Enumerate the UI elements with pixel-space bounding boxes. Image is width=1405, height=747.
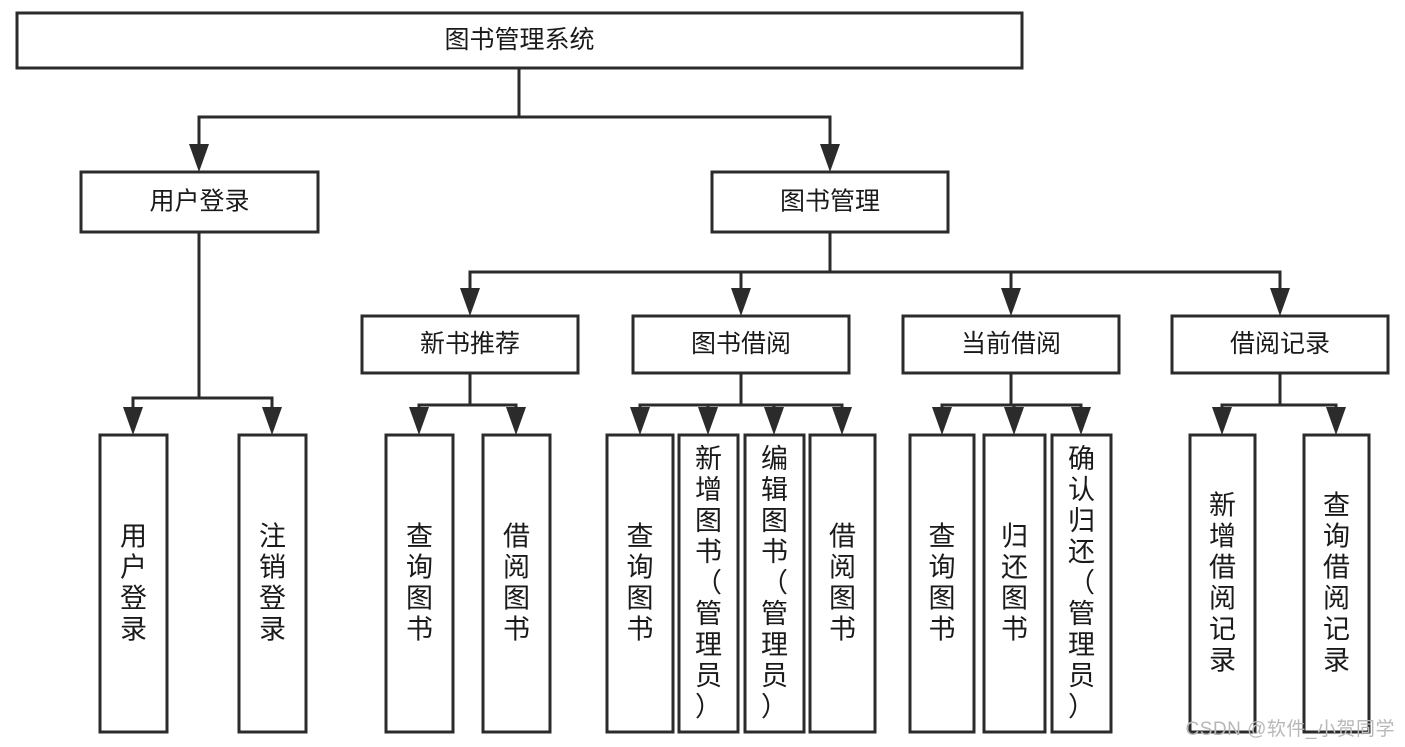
- node-box[interactable]: [631, 314, 851, 375]
- arrow-head-icon: [1270, 288, 1290, 316]
- node-label: 当前借阅: [961, 330, 1061, 358]
- node-leaf-add-record[interactable]: 新增借阅记录: [1188, 433, 1257, 734]
- arrow-head-icon: [698, 407, 718, 435]
- node-label: 确认归还（管理员）: [1068, 444, 1095, 722]
- connector-group: [932, 371, 1091, 435]
- arrow-head-icon: [189, 144, 209, 172]
- node-box[interactable]: [15, 11, 1024, 70]
- node-leaf-return-book[interactable]: 归还图书: [982, 433, 1047, 734]
- arrow-head-icon: [731, 288, 751, 316]
- arrow-head-icon: [409, 407, 429, 435]
- node-box[interactable]: [808, 433, 877, 734]
- node-leaf-edit-book[interactable]: 编辑图书（管理员）: [743, 433, 806, 734]
- arrow-head-icon: [764, 407, 784, 435]
- connector-group: [409, 371, 526, 435]
- node-label: 查询借阅记录: [1323, 491, 1350, 676]
- node-label: 注销登录: [259, 522, 286, 645]
- node-book-manage[interactable]: 图书管理: [710, 170, 950, 234]
- node-box[interactable]: [1302, 433, 1371, 734]
- arrow-head-icon: [460, 288, 480, 316]
- node-box[interactable]: [360, 314, 580, 375]
- node-box[interactable]: [237, 433, 308, 734]
- node-root[interactable]: 图书管理系统: [15, 11, 1024, 70]
- node-label: 图书借阅: [691, 330, 791, 358]
- node-label: 图书管理: [780, 188, 880, 216]
- node-leaf-user-login[interactable]: 用户登录: [98, 433, 169, 734]
- node-box[interactable]: [79, 170, 320, 234]
- node-box[interactable]: [1050, 433, 1113, 734]
- arrow-head-icon: [506, 407, 526, 435]
- node-label: 用户登录: [120, 522, 147, 645]
- node-box[interactable]: [677, 433, 740, 734]
- arrow-head-icon: [932, 407, 952, 435]
- node-box[interactable]: [901, 314, 1121, 375]
- node-box[interactable]: [1170, 314, 1390, 375]
- arrow-head-icon: [123, 407, 143, 435]
- node-book-borrow[interactable]: 图书借阅: [631, 314, 851, 375]
- node-label: 借阅记录: [1230, 330, 1330, 358]
- node-leaf-confirm-return[interactable]: 确认归还（管理员）: [1050, 433, 1113, 734]
- node-leaf-borrow-book-rec[interactable]: 借阅图书: [481, 433, 552, 734]
- node-leaf-query-record[interactable]: 查询借阅记录: [1302, 433, 1371, 734]
- node-leaf-query-book[interactable]: 查询图书: [605, 433, 675, 734]
- node-label: 编辑图书（管理员）: [761, 444, 788, 722]
- node-label: 归还图书: [1001, 522, 1028, 645]
- connectors-layer: [123, 66, 1346, 435]
- connector-group: [123, 230, 282, 435]
- node-leaf-logout[interactable]: 注销登录: [237, 433, 308, 734]
- node-label: 借阅图书: [829, 522, 856, 645]
- arrow-head-icon: [1004, 407, 1024, 435]
- node-borrow-record[interactable]: 借阅记录: [1170, 314, 1390, 375]
- node-label: 查询图书: [929, 522, 956, 645]
- node-box[interactable]: [710, 170, 950, 234]
- node-leaf-query-book-cur[interactable]: 查询图书: [908, 433, 976, 734]
- arrow-head-icon: [832, 407, 852, 435]
- connector-group: [630, 371, 852, 435]
- node-box[interactable]: [743, 433, 806, 734]
- watermark-label: CSDN @软件_小贺同学: [1185, 719, 1395, 740]
- arrow-head-icon: [820, 144, 840, 172]
- node-label: 借阅图书: [503, 522, 530, 645]
- arrow-head-icon: [630, 407, 650, 435]
- node-user-login[interactable]: 用户登录: [79, 170, 320, 234]
- arrow-head-icon: [1071, 407, 1091, 435]
- node-label: 查询图书: [627, 522, 654, 645]
- arrow-head-icon: [1001, 288, 1021, 316]
- node-box[interactable]: [605, 433, 675, 734]
- arrow-head-icon: [1212, 407, 1232, 435]
- node-label: 新书推荐: [420, 330, 520, 358]
- arrow-head-icon: [1326, 407, 1346, 435]
- node-leaf-borrow-book[interactable]: 借阅图书: [808, 433, 877, 734]
- node-new-book-rec[interactable]: 新书推荐: [360, 314, 580, 375]
- node-box[interactable]: [384, 433, 455, 734]
- nodes-layer: 图书管理系统用户登录图书管理新书推荐图书借阅当前借阅借阅记录用户登录注销登录查询…: [15, 11, 1390, 734]
- node-box[interactable]: [98, 433, 169, 734]
- connector-group: [460, 230, 1290, 316]
- node-label: 查询图书: [406, 522, 433, 645]
- node-label: 新增图书（管理员）: [695, 444, 722, 722]
- node-label: 新增借阅记录: [1209, 491, 1236, 676]
- node-current-borrow[interactable]: 当前借阅: [901, 314, 1121, 375]
- node-label: 图书管理系统: [444, 26, 594, 54]
- node-box[interactable]: [1188, 433, 1257, 734]
- node-box[interactable]: [908, 433, 976, 734]
- arrow-head-icon: [262, 407, 282, 435]
- node-leaf-query-book-rec[interactable]: 查询图书: [384, 433, 455, 734]
- node-leaf-add-book[interactable]: 新增图书（管理员）: [677, 433, 740, 734]
- connector-group: [1212, 371, 1346, 435]
- node-box[interactable]: [481, 433, 552, 734]
- connector-group: [189, 66, 840, 172]
- node-box[interactable]: [982, 433, 1047, 734]
- node-label: 用户登录: [149, 188, 249, 216]
